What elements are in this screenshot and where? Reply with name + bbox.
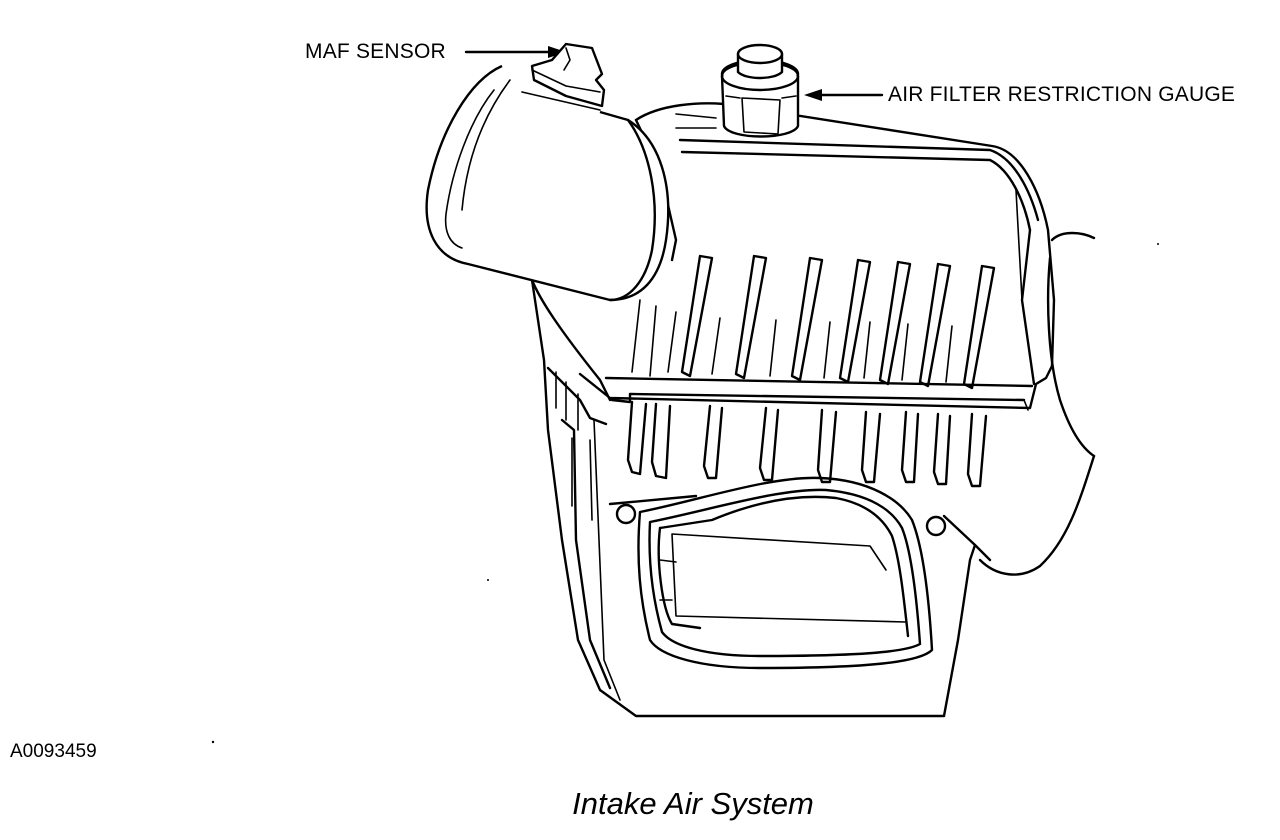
restriction-gauge-label: AIR FILTER RESTRICTION GAUGE: [888, 83, 1236, 106]
clamp-lugs: [608, 494, 977, 547]
lower-housing: [530, 278, 992, 718]
lower-ribs: [626, 400, 988, 488]
maf-sensor-leader-arrow: [464, 46, 566, 58]
maf-sensor-label: MAF SENSOR: [305, 40, 446, 63]
figure-caption: Intake Air System: [572, 786, 814, 821]
restriction-gauge-leader-arrow: [804, 89, 884, 101]
inlet-duct: [425, 64, 670, 302]
restriction-gauge: [720, 43, 800, 138]
outlet-duct: [978, 231, 1096, 576]
filter-opening: [637, 476, 934, 670]
housing-flange: [578, 364, 1054, 411]
maf-sensor: [530, 42, 606, 108]
figure-id: A0093459: [10, 741, 97, 762]
upper-ribs: [631, 254, 996, 390]
